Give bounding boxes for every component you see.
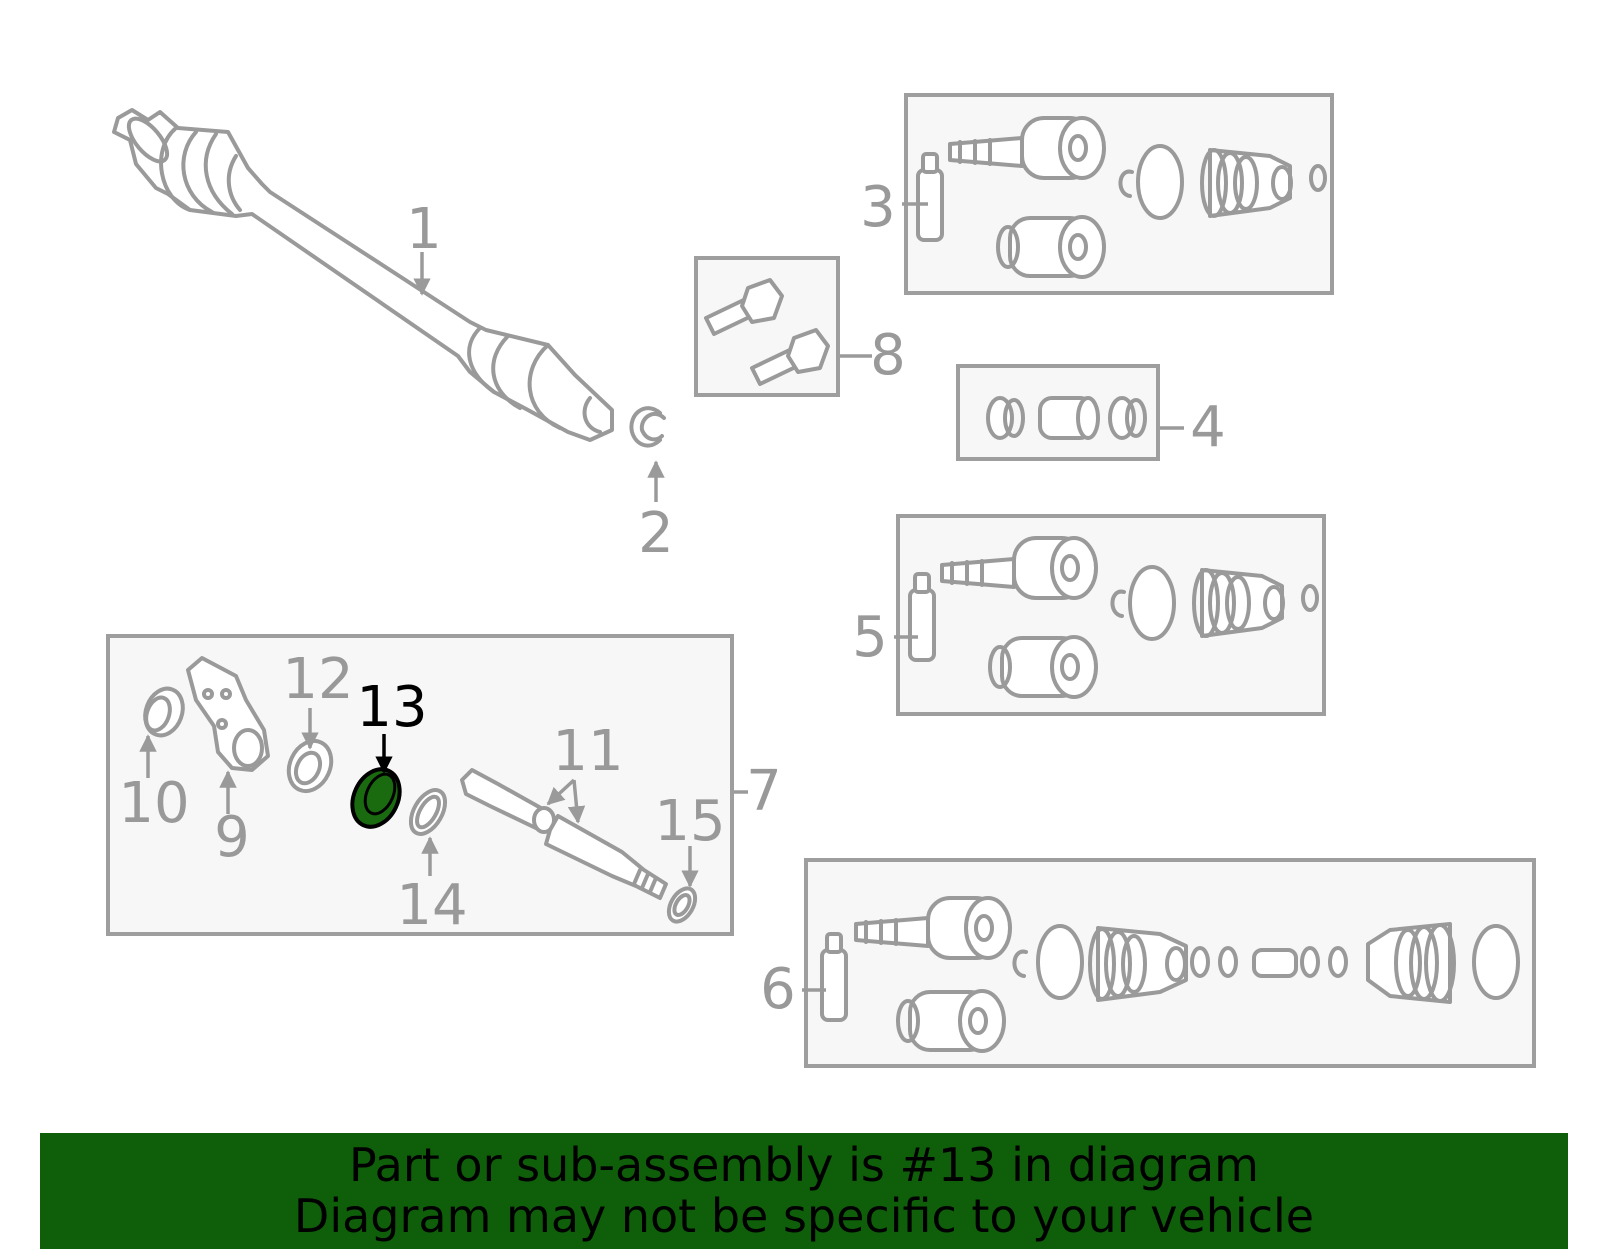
callout-1: 1 — [406, 197, 442, 262]
ring-part-15[interactable] — [663, 884, 700, 926]
callout-8: 8 — [870, 323, 906, 388]
callout-15: 15 — [654, 789, 725, 854]
callout-10: 10 — [118, 771, 189, 836]
callout-2: 2 — [638, 501, 674, 566]
highlight-info-banner: Part or sub-assembly is #13 in diagram D… — [40, 1133, 1568, 1249]
bolt-kit-box-8[interactable] — [694, 256, 840, 397]
bracket-part-9[interactable] — [186, 656, 270, 772]
bearing-part-12[interactable] — [281, 734, 339, 798]
shaft-part-11[interactable] — [460, 768, 668, 900]
banner-line-disclaimer: Diagram may not be specific to your vehi… — [293, 1189, 1315, 1243]
callout-13-highlighted: 13 — [356, 675, 427, 740]
callout-4: 4 — [1190, 395, 1226, 460]
axle-shaft-part-1[interactable] — [112, 108, 614, 442]
callout-5: 5 — [852, 605, 888, 670]
intermediate-shaft-box-7[interactable] — [106, 634, 734, 936]
boot-clamp-kit-box-4[interactable] — [956, 364, 1160, 461]
callout-3: 3 — [860, 175, 896, 240]
callout-14: 14 — [396, 873, 467, 938]
callout-6: 6 — [760, 957, 796, 1022]
leader-lines — [139, 202, 1184, 992]
callout-11: 11 — [552, 719, 623, 784]
callout-labels: 1 2 3 4 5 6 7 8 9 10 11 12 13 14 15 — [118, 175, 1225, 1022]
banner-line-part-number: Part or sub-assembly is #13 in diagram — [349, 1138, 1259, 1192]
outer-joint-kit-box-3[interactable] — [904, 93, 1334, 295]
callout-9: 9 — [214, 805, 250, 870]
callout-7: 7 — [746, 759, 782, 824]
circlip-part-2[interactable] — [629, 406, 666, 448]
callout-12: 12 — [282, 647, 353, 712]
joint-kit-box-6[interactable] — [804, 858, 1536, 1068]
joint-kit-box-5[interactable] — [896, 514, 1326, 716]
washer-part-14[interactable] — [404, 784, 452, 840]
